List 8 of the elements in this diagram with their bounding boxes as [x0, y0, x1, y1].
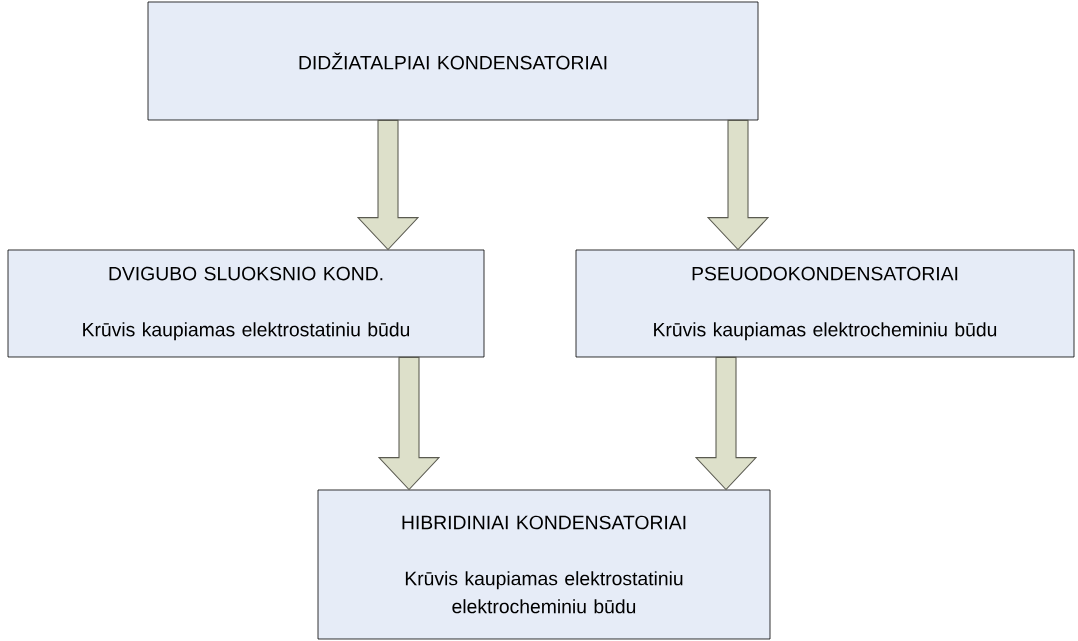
box: DVIGUBO SLUOKSNIO KOND. Krūvis kaupiamas elektrostatiniu būdu	[7, 249, 485, 358]
box: DIDŽIATALPIAI KONDENSATORIAI	[147, 1, 759, 121]
box: PSEUODOKONDENSATORIAI Krūvis kaupiamas elektrocheminiu būdu	[575, 249, 1075, 358]
block-arrow	[706, 119, 770, 251]
block-arrow	[356, 119, 420, 251]
block-arrow	[694, 356, 758, 491]
box: HIBRIDINIAI KONDENSATORIAI Krūvis kaupiamas elektrostatiniu elektrocheminiu būdu	[317, 489, 771, 640]
block-arrow	[377, 356, 441, 491]
